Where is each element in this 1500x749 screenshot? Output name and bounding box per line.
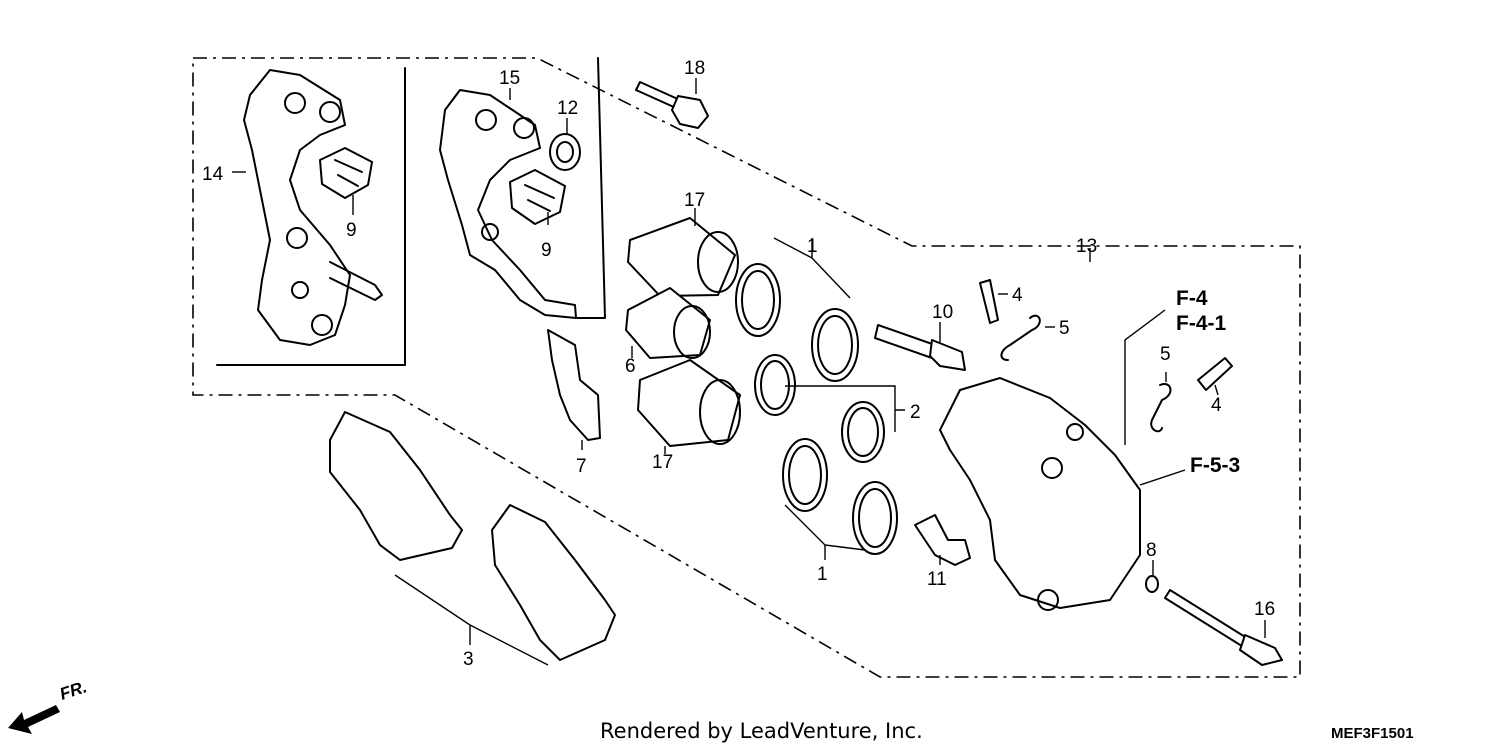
callout-16: 16	[1254, 599, 1275, 620]
callout-9-left: 9	[346, 220, 357, 241]
caliper-bracket-15	[439, 89, 577, 319]
caliper-bracket-14	[243, 69, 383, 346]
washer-8	[1145, 575, 1159, 593]
pad-spring-9b	[509, 169, 566, 225]
seal-1-upper-right	[811, 308, 859, 382]
bracket-14-frame	[216, 67, 406, 366]
callout-4-lower: 4	[1211, 395, 1222, 416]
callout-5-upper: 5	[1059, 318, 1070, 339]
boot-12	[549, 133, 581, 171]
ref-f4-1[interactable]: F-4-1	[1176, 312, 1226, 335]
piston-17-lower	[637, 359, 741, 447]
seal-1-upper-left	[735, 263, 781, 337]
piston-6	[625, 287, 711, 359]
cap-5-upper	[1000, 314, 1041, 361]
seal-1-lower-right	[852, 481, 898, 555]
pad-spring-9a	[319, 147, 373, 199]
callout-2: 2	[910, 402, 921, 423]
assembly-dashed-outline	[192, 57, 1301, 678]
bolt-18	[635, 81, 709, 129]
callout-3: 3	[463, 649, 474, 670]
callout-13: 13	[1076, 236, 1097, 257]
callout-7: 7	[576, 456, 587, 477]
ref-f5-3[interactable]: F-5-3	[1190, 454, 1240, 477]
piston-17-upper	[627, 217, 739, 297]
callout-10: 10	[932, 302, 953, 323]
seal-2-right	[841, 401, 885, 463]
callout-14: 14	[202, 164, 224, 185]
bolt-11	[914, 514, 971, 566]
brake-pad-3-right	[491, 504, 616, 661]
seal-2-left	[754, 354, 796, 416]
bracket-15-frame	[576, 57, 606, 319]
callout-4-upper: 4	[1012, 285, 1023, 306]
bleeder-4-lower	[1197, 357, 1233, 391]
caliper-body-13	[939, 377, 1141, 611]
callout-15: 15	[499, 68, 520, 89]
callout-5-lower: 5	[1160, 344, 1171, 365]
callout-17-upper: 17	[684, 190, 705, 211]
front-direction-label: FR.	[57, 677, 89, 704]
front-direction-arrow-icon	[8, 705, 60, 734]
callout-9-right: 9	[541, 240, 552, 261]
cap-5-lower	[1150, 383, 1172, 433]
callout-12: 12	[557, 98, 578, 119]
slide-pin-10	[874, 324, 966, 371]
callout-1-lower: 1	[817, 564, 828, 585]
seal-1-lower-left	[782, 438, 828, 512]
pad-retainer-7	[547, 329, 601, 441]
diagram-code: MEF3F1501	[1331, 725, 1414, 742]
bleeder-4-upper	[979, 279, 999, 324]
ref-f4[interactable]: F-4	[1176, 287, 1208, 310]
brake-pad-3-left	[329, 411, 463, 561]
footer-credit: Rendered by LeadVenture, Inc.	[600, 719, 923, 743]
callout-11: 11	[927, 569, 947, 590]
callout-18: 18	[684, 58, 705, 79]
leader-lines	[232, 78, 1266, 666]
callout-1-upper: 1	[807, 236, 818, 257]
callout-8: 8	[1146, 540, 1157, 561]
callout-6: 6	[625, 356, 636, 377]
pin-16	[1164, 589, 1283, 666]
callout-17-lower: 17	[652, 452, 673, 473]
